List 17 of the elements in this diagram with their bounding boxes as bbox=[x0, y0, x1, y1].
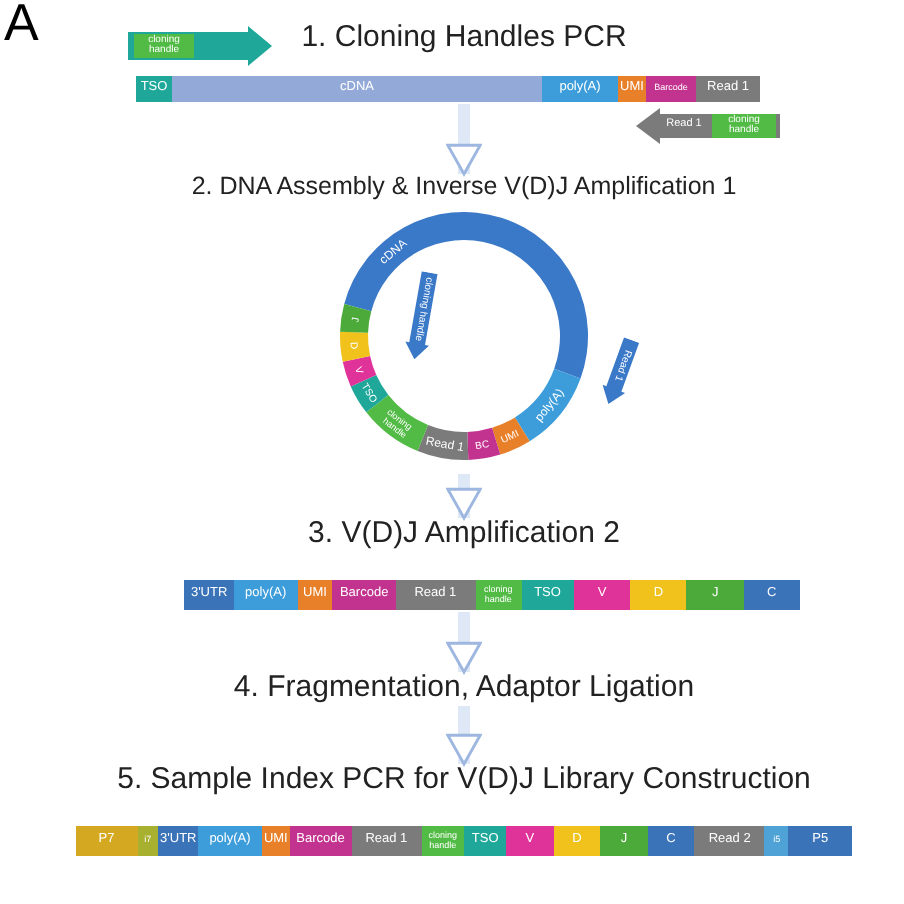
primer-symbol bbox=[597, 335, 643, 409]
construct-bar bbox=[136, 76, 760, 102]
flow-arrow bbox=[446, 706, 482, 766]
panel-letter: A bbox=[4, 0, 39, 54]
step-title: 4. Fragmentation, Adaptor Ligation bbox=[233, 670, 695, 704]
primer-symbol bbox=[128, 26, 272, 66]
flow-arrow bbox=[446, 612, 482, 674]
construct-bar bbox=[76, 826, 852, 856]
flow-arrow bbox=[446, 104, 482, 176]
step-title: 1. Cloning Handles PCR bbox=[301, 20, 627, 54]
primer-symbol bbox=[636, 108, 780, 144]
step-title: 3. V(D)J Amplification 2 bbox=[308, 516, 620, 550]
step-title: 5. Sample Index PCR for V(D)J Library Construction bbox=[117, 762, 811, 796]
step-title: 2. DNA Assembly & Inverse V(D)J Amplification 1 bbox=[191, 172, 737, 200]
flow-arrow bbox=[446, 474, 482, 520]
primer-symbol bbox=[402, 270, 442, 362]
construct-bar bbox=[184, 580, 800, 610]
